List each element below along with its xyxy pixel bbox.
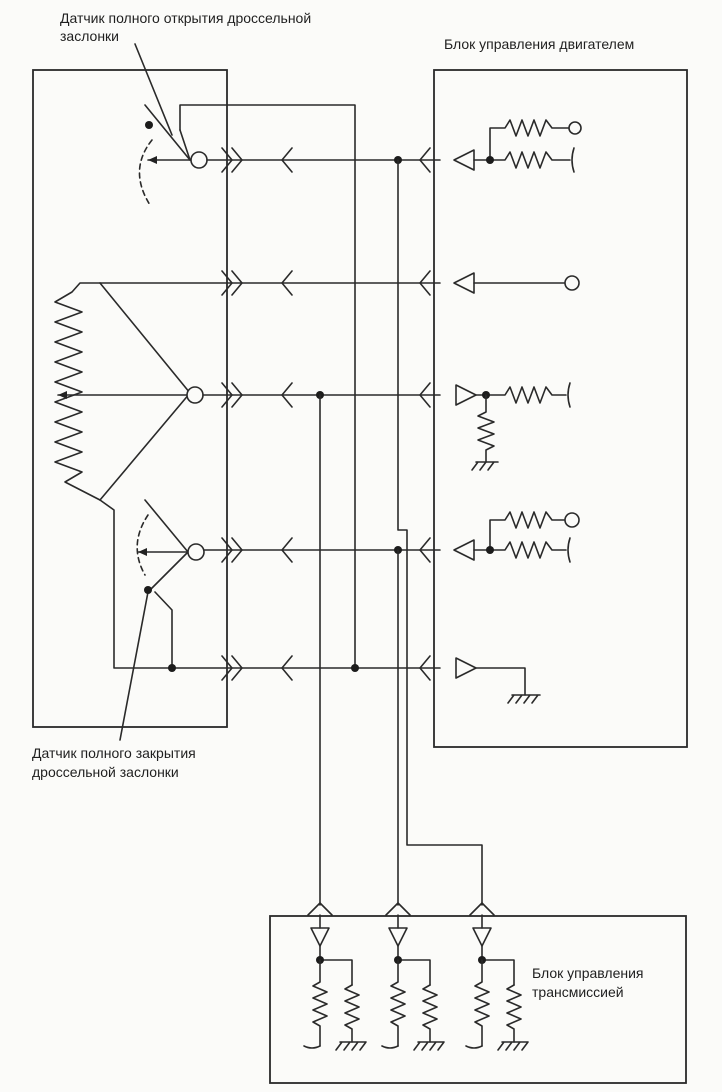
junction-ground-left	[168, 664, 176, 672]
wire-closed-switch-to-ground	[154, 591, 173, 669]
open-sensor-label-line2: заслонки	[60, 28, 119, 44]
ecu-input3	[455, 382, 571, 471]
ecu-input4	[453, 511, 580, 563]
engine-unit-label: Блок управления двигателем	[444, 36, 635, 52]
ecu-input1	[453, 119, 582, 173]
junction-ground-right	[351, 664, 359, 672]
throttle-potentiometer	[54, 282, 204, 501]
closed-switch	[136, 499, 205, 594]
ecu-input2	[453, 272, 580, 294]
transmission-unit-label-line2: трансмиссией	[532, 984, 624, 1000]
open-sensor-leader-line	[134, 43, 173, 136]
wire-row5-ground	[99, 499, 441, 669]
closed-sensor-leader-line	[119, 591, 149, 741]
wire-open-switch-to-ground	[179, 104, 356, 669]
closed-sensor-label-line1: Датчик полного закрытия	[32, 745, 196, 761]
closed-sensor-label-line2: дроссельной заслонки	[32, 764, 179, 780]
wire-to-tcu-input3	[397, 159, 483, 906]
tcu-input1	[303, 914, 367, 1051]
ecu-input5	[455, 657, 541, 704]
tcu-input2	[381, 914, 445, 1051]
transmission-control-unit-box	[269, 915, 687, 1084]
open-sensor-label-line1: Датчик полного открытия дроссельной	[60, 10, 312, 26]
transmission-unit-label-line1: Блок управления	[532, 965, 644, 981]
tcu-input3	[465, 914, 529, 1051]
connector-chevrons	[221, 147, 495, 916]
engine-control-unit-box	[433, 69, 688, 748]
throttle-sensor-box	[32, 69, 228, 728]
open-switch	[138, 104, 208, 206]
